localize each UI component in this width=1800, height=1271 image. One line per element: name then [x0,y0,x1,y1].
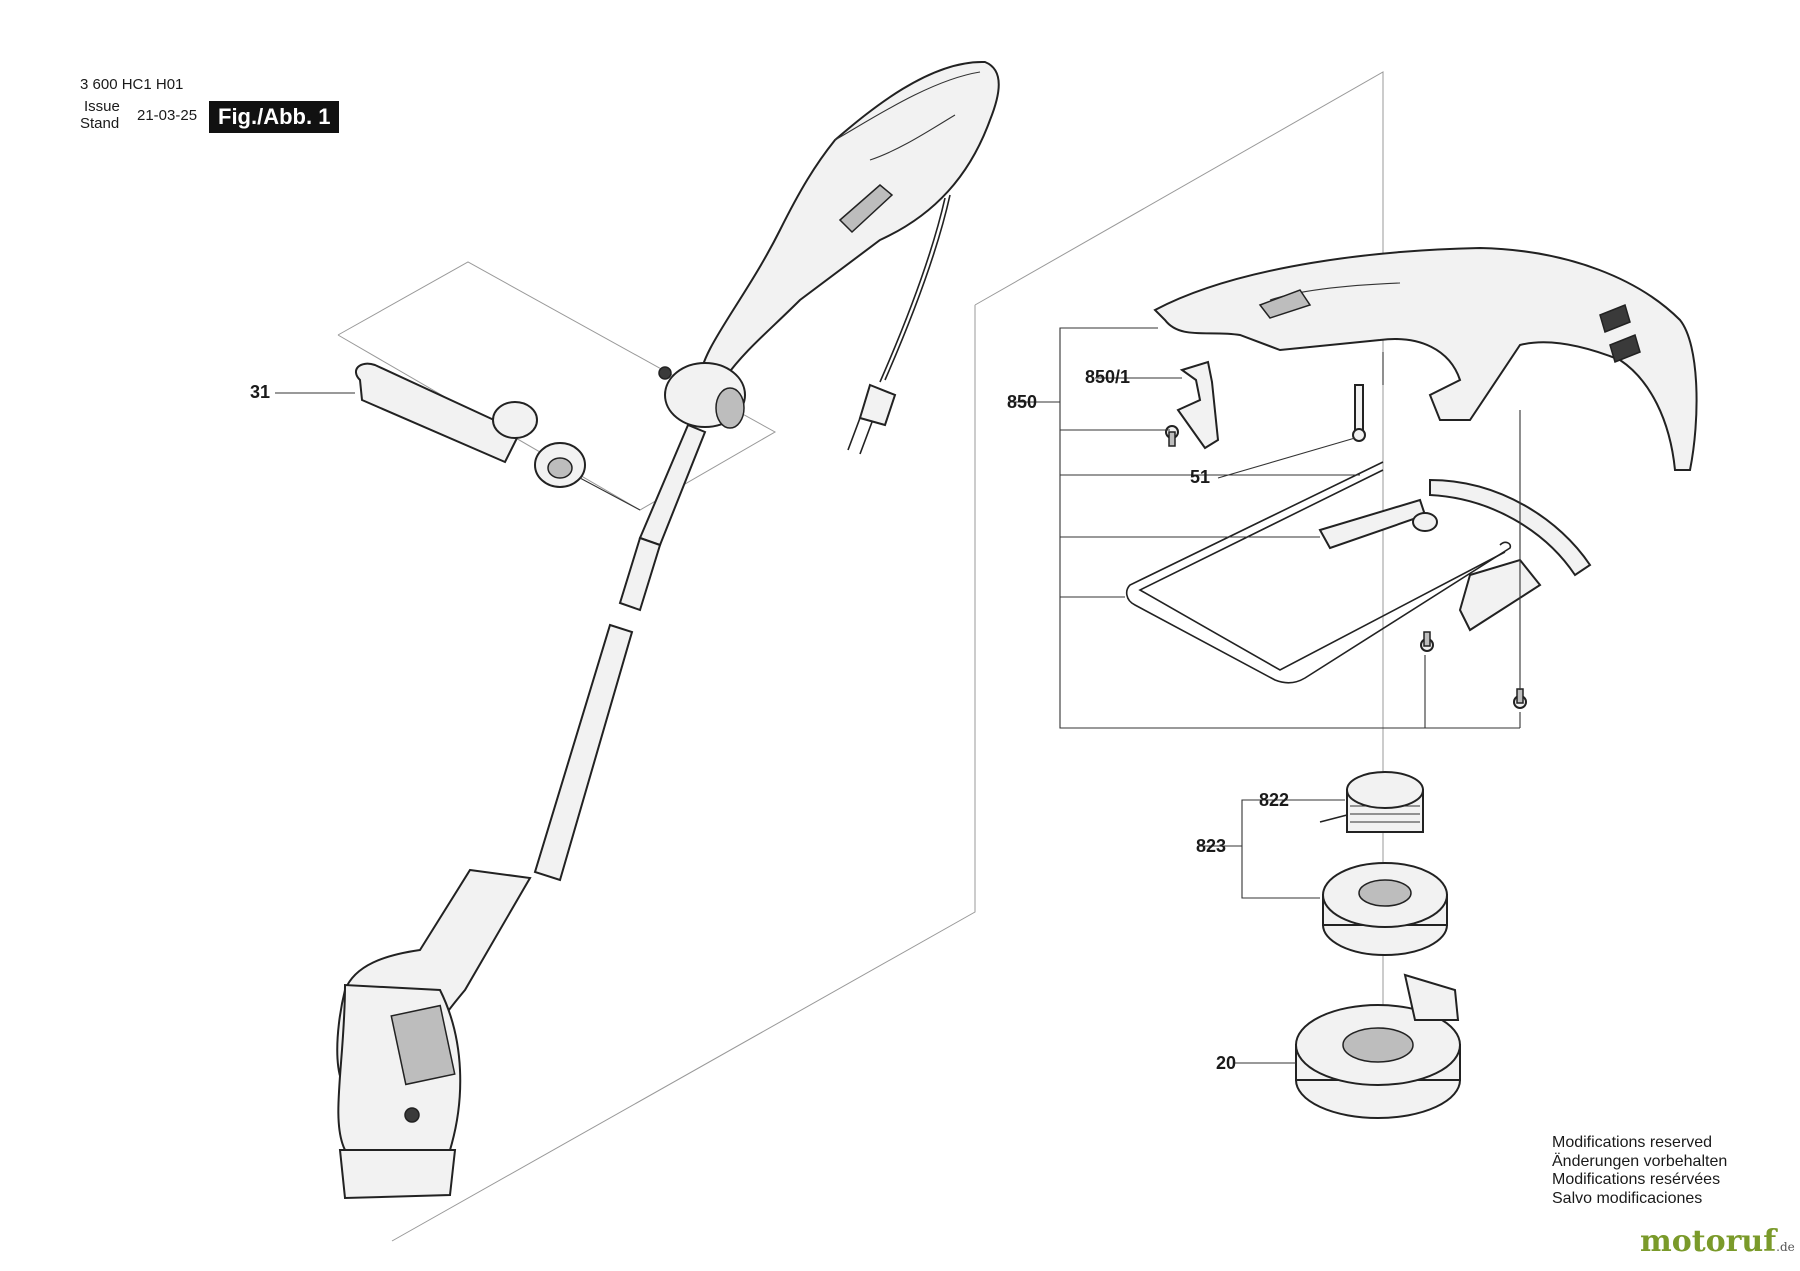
guide-rail [1318,478,1592,632]
issue-date: 21-03-25 [137,107,198,124]
note-line: Modifications reserved [1552,1134,1713,1151]
callout-31: 31 [250,382,271,402]
watermark-brand: motoruf [1640,1224,1777,1259]
protective-guard [1153,246,1698,471]
spool-cap [1235,973,1461,1119]
telescopic-shaft [533,423,707,882]
callout-823: 823 [1196,836,1227,856]
screws [1165,384,1527,709]
spool [1322,862,1448,956]
modification-notes: Modifications reserved Änderungen vorbeh… [1552,1134,1727,1208]
group-850-bracket [1008,327,1521,729]
callout-822: 822 [1259,790,1290,810]
note-line: Modifications resérvées [1552,1171,1721,1188]
wire-bow [1125,461,1512,684]
rotation-joint [658,362,746,429]
callout-850-1: 850/1 [1085,367,1131,387]
issue-label: Issue [84,98,120,115]
motor-head [336,868,532,1200]
leader-lines [275,392,1345,801]
callout-850: 850 [1007,392,1038,412]
trimmer-line-coil [1319,771,1424,833]
watermark-tld: .de [1776,1240,1795,1254]
callout-51: 51 [1190,467,1211,487]
bracket-850-1 [1176,360,1220,450]
figure-label: Fig./Abb. 1 [209,101,340,133]
note-line: Salvo modificaciones [1552,1189,1703,1207]
document-number: 3 600 HC1 H01 [80,76,184,93]
note-line: Änderungen vorbehalten [1552,1152,1728,1170]
callout-20: 20 [1216,1053,1237,1073]
watermark-logo: motoruf.de [1640,1224,1795,1259]
handle-part [698,60,1000,382]
stand-label: Stand [80,115,120,132]
auxiliary-grip [355,362,641,511]
power-cable [847,194,951,455]
